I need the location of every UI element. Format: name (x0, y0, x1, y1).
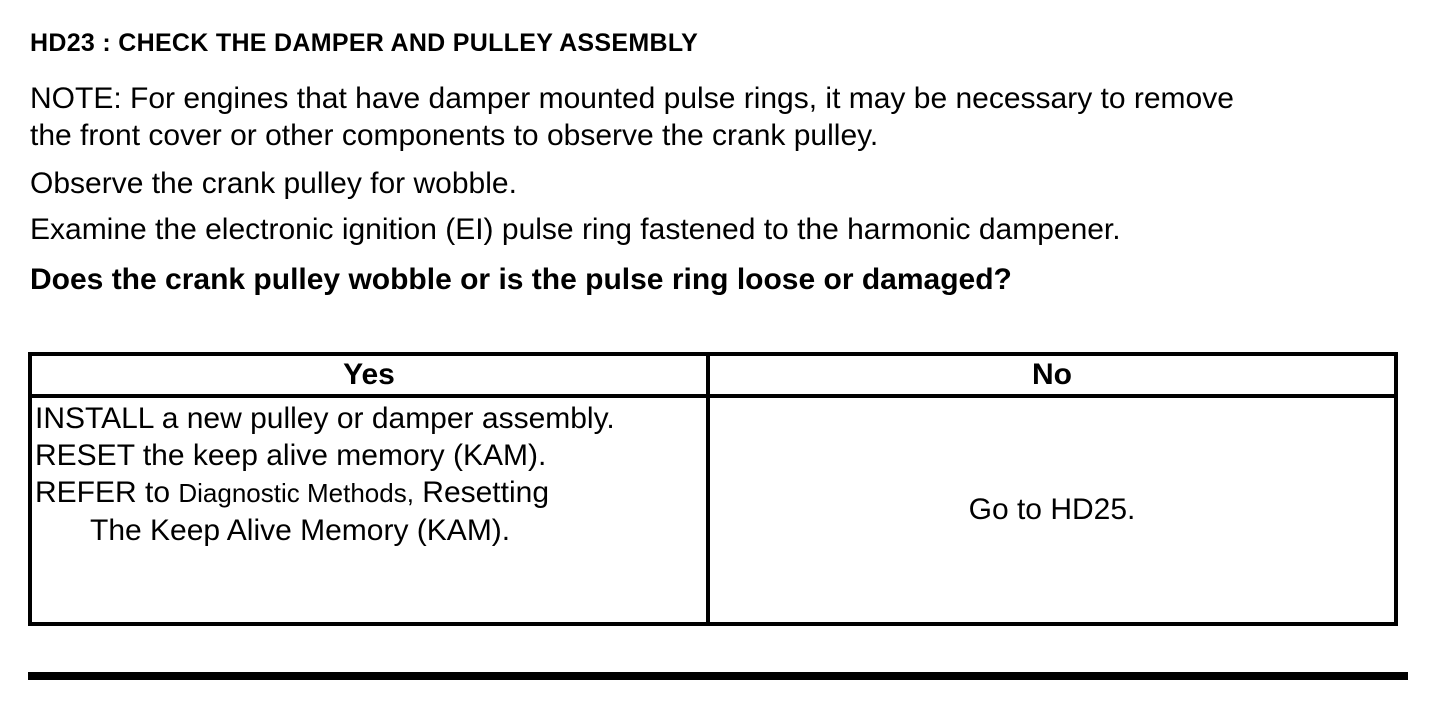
decision-table-header-row: Yes No (28, 352, 1399, 398)
refer-reference-text: Diagnostic Methods, (178, 478, 414, 508)
decision-cell-no: Go to HD25. (705, 394, 1399, 626)
yes-action-refer: REFER to Diagnostic Methods, Resetting (35, 474, 702, 512)
decision-cell-yes: INSTALL a new pulley or damper assembly.… (28, 394, 710, 626)
decision-question: Does the crank pulley wobble or is the p… (30, 263, 1012, 296)
yes-action-refer-continued: The Keep Alive Memory (KAM). (90, 514, 511, 547)
decision-table: Yes No INSTALL a new pulley or damper as… (28, 352, 1399, 626)
page-title: HD23 : CHECK THE DAMPER AND PULLEY ASSEM… (30, 29, 699, 57)
note-line-2: the front cover or other components to o… (30, 119, 879, 152)
note-line-1: NOTE: For engines that have damper mount… (30, 82, 1234, 115)
note-paragraph: NOTE: For engines that have damper mount… (30, 80, 1390, 154)
yes-action-install: INSTALL a new pulley or damper assembly. (35, 402, 615, 435)
refer-prefix-text: REFER to (35, 476, 179, 509)
no-action-goto: Go to HD25. (968, 493, 1136, 526)
refer-suffix-text: Resetting (413, 476, 550, 509)
instruction-observe: Observe the crank pulley for wobble. (30, 167, 517, 200)
yes-action-reset: RESET the keep alive memory (KAM). (35, 439, 547, 472)
decision-table-header-no: No (705, 352, 1399, 398)
bottom-divider-rule (28, 672, 1408, 680)
decision-table-body-row: INSTALL a new pulley or damper assembly.… (28, 394, 1399, 626)
decision-table-header-yes: Yes (28, 352, 710, 398)
instruction-examine: Examine the electronic ignition (EI) pul… (30, 213, 1121, 246)
